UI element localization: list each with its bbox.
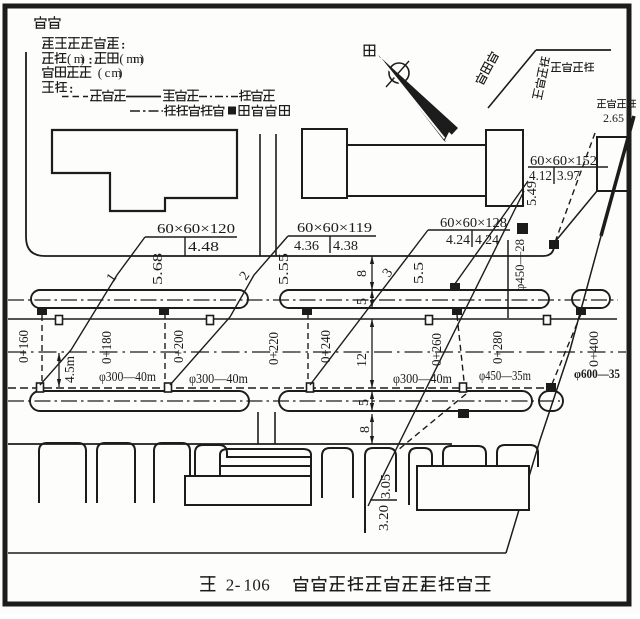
svg-text:60×60×119: 60×60×119	[297, 220, 372, 235]
svg-text:φ450—28: φ450—28	[512, 239, 527, 291]
svg-text:0+220: 0+220	[266, 332, 281, 365]
svg-text:φ300—40m: φ300—40m	[99, 370, 156, 385]
svg-text:4.24: 4.24	[475, 233, 499, 248]
svg-text:5: 5	[355, 298, 370, 305]
svg-text:1: 1	[244, 576, 253, 595]
svg-text:c: c	[105, 65, 111, 80]
svg-text:): )	[140, 51, 144, 66]
svg-text:60×60×128: 60×60×128	[440, 215, 507, 230]
svg-text:5.49: 5.49	[525, 181, 540, 206]
svg-text:5: 5	[357, 399, 372, 406]
svg-text:0+260: 0+260	[429, 333, 444, 366]
svg-text:6: 6	[261, 576, 270, 595]
svg-text:-: -	[235, 576, 241, 595]
svg-text:60×60×152: 60×60×152	[530, 153, 597, 168]
svg-text:0+180: 0+180	[99, 331, 114, 364]
svg-text:φ600—35: φ600—35	[574, 366, 620, 381]
svg-text:4.24: 4.24	[446, 233, 470, 248]
svg-text:(: (	[119, 51, 123, 66]
svg-text:60×60×120: 60×60×120	[157, 221, 235, 236]
svg-text:12: 12	[355, 353, 370, 367]
svg-text:(: (	[67, 51, 71, 66]
svg-text:φ450—35m: φ450—35m	[479, 369, 531, 384]
svg-text:3.97: 3.97	[557, 169, 580, 184]
svg-text:5.5: 5.5	[412, 262, 427, 284]
svg-text:4.48: 4.48	[188, 240, 219, 255]
svg-text:5.68: 5.68	[151, 253, 166, 285]
svg-text:0: 0	[252, 576, 261, 595]
svg-text:): )	[81, 51, 85, 66]
svg-text:4.36: 4.36	[294, 239, 319, 254]
svg-text:(: (	[98, 65, 102, 80]
svg-text:0+280: 0+280	[490, 331, 505, 364]
svg-text:φ300—40m: φ300—40m	[189, 372, 248, 387]
svg-text:): )	[118, 65, 122, 80]
svg-text:2: 2	[226, 576, 235, 595]
svg-text:0+400: 0+400	[587, 331, 601, 367]
svg-text:0+200: 0+200	[171, 330, 186, 363]
svg-text:3.05: 3.05	[378, 474, 393, 499]
svg-text:φ300—40m: φ300—40m	[393, 372, 452, 387]
svg-text:0+160: 0+160	[16, 330, 31, 363]
svg-text:4.38: 4.38	[333, 239, 358, 254]
svg-text:4.5m: 4.5m	[62, 356, 77, 383]
svg-text:2.65: 2.65	[603, 111, 624, 125]
svg-text:8: 8	[358, 426, 373, 433]
svg-text:5.55: 5.55	[277, 253, 292, 285]
svg-text:8: 8	[355, 270, 370, 277]
svg-text:3.20: 3.20	[376, 505, 391, 531]
